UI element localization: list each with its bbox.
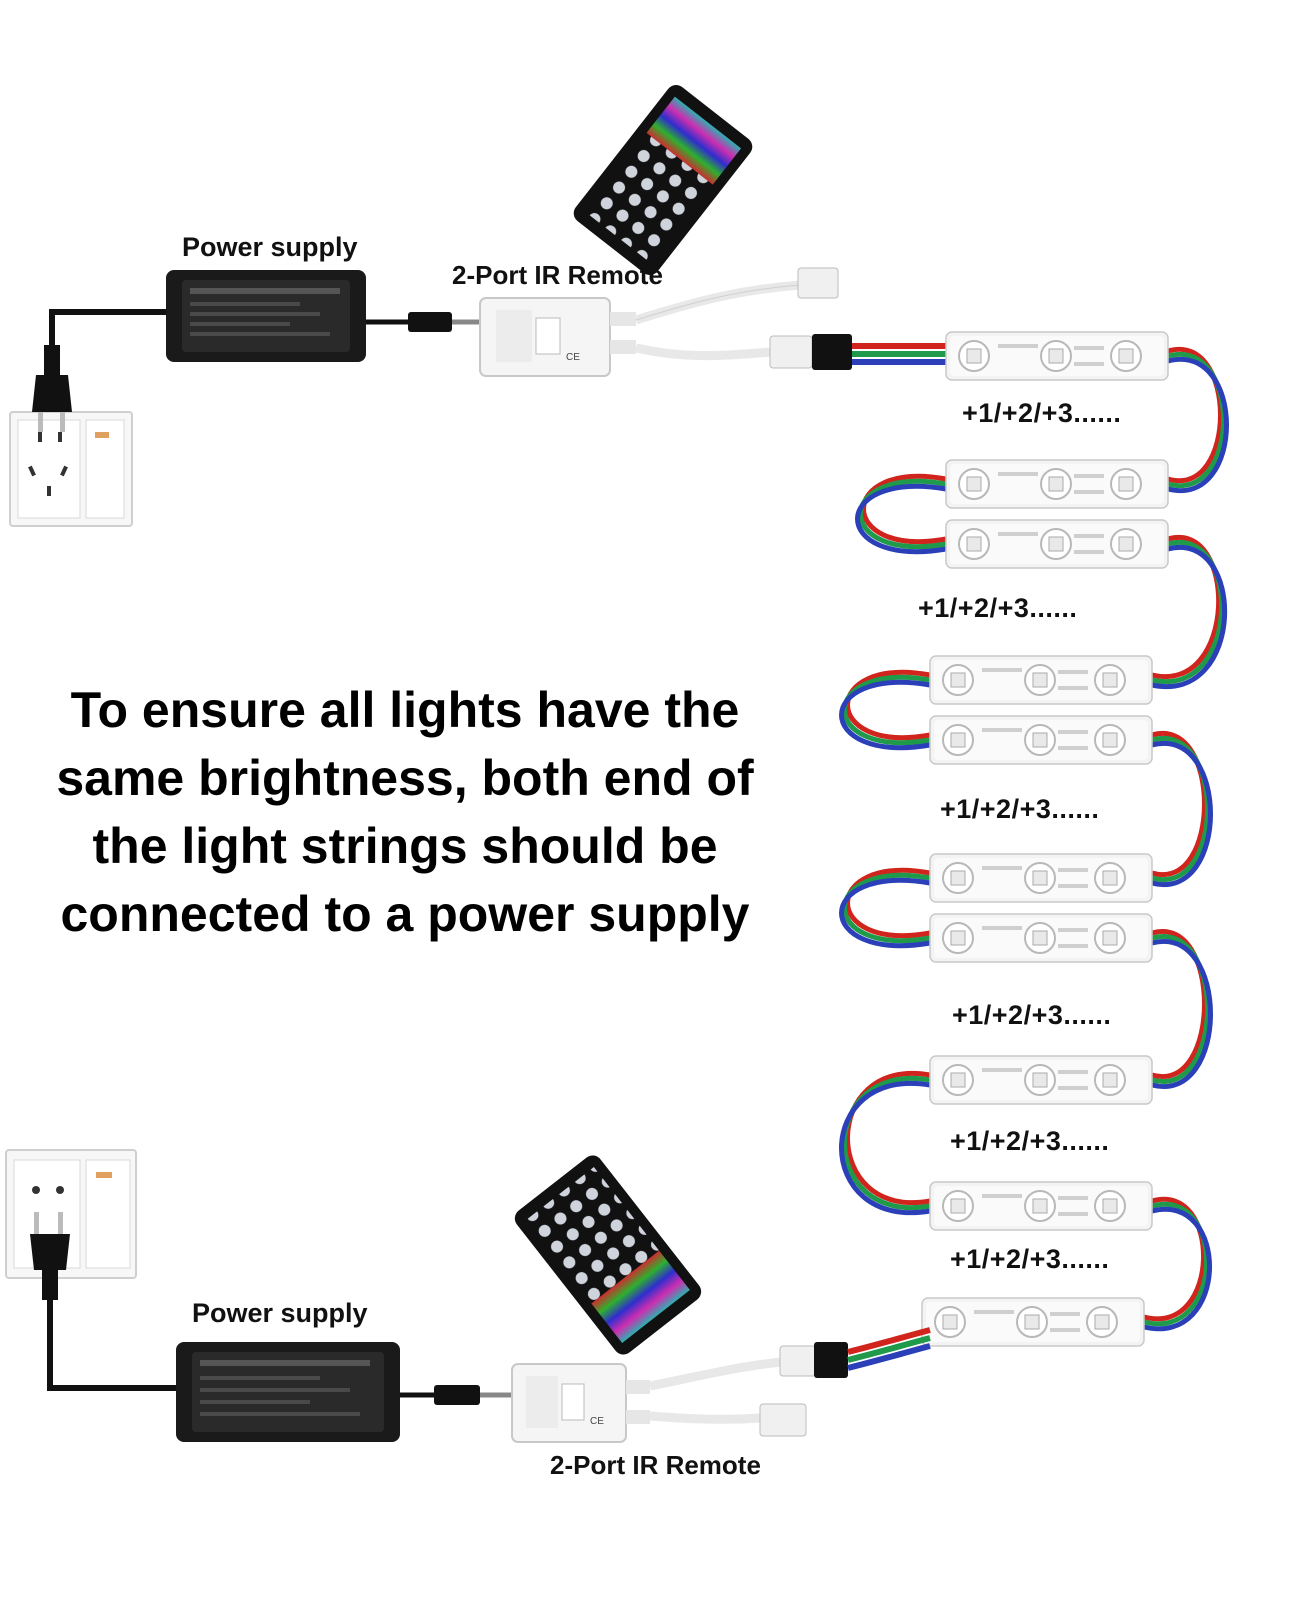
plug-icon — [30, 1212, 176, 1391]
plug-icon — [32, 309, 172, 432]
series-marker: +1/+2/+3...... — [940, 794, 1100, 824]
svg-text:CE: CE — [590, 1416, 604, 1427]
series-marker: +1/+2/+3...... — [952, 1000, 1112, 1030]
rgb-wire — [839, 679, 931, 751]
led-module-icon — [921, 1297, 1145, 1347]
caption-line: the light strings should be — [92, 818, 718, 874]
led-module-icon — [929, 1055, 1153, 1105]
ir-remote-label-top: 2-Port IR Remote — [452, 260, 663, 290]
rgb-wire — [1167, 356, 1229, 494]
rgb-wire — [1151, 938, 1213, 1090]
rgb-wire — [1151, 933, 1210, 1085]
rgb-wire — [855, 483, 947, 555]
wall-socket-icon — [5, 1149, 137, 1279]
controller-output-cables — [649, 1327, 931, 1437]
rgb-wire — [1151, 539, 1225, 685]
rgb-wire — [1143, 1201, 1209, 1327]
led-module-icon — [945, 331, 1169, 381]
ir-remote-icon — [514, 1155, 702, 1355]
rgb-wire — [1151, 928, 1207, 1080]
rgb-wire — [845, 1070, 931, 1206]
led-module-icon — [945, 459, 1169, 509]
led-module-icon — [929, 1181, 1153, 1231]
rgb-wire — [1167, 351, 1226, 489]
led-module-icon — [929, 655, 1153, 705]
instruction-caption: To ensure all lights have the same brigh… — [20, 676, 790, 948]
controller-output-cables — [634, 267, 946, 370]
rgb-wire — [1143, 1196, 1206, 1322]
rgb-wire — [842, 1075, 931, 1211]
caption-line: connected to a power supply — [60, 886, 750, 942]
ir-remote-icon — [573, 85, 753, 275]
caption-line: same brightness, both end of — [56, 750, 754, 806]
power-adapter-icon — [176, 1342, 514, 1442]
rgb-wire — [1151, 534, 1222, 680]
rgb-wire — [842, 872, 931, 944]
led-module-icon — [945, 519, 1169, 569]
rgb-wire — [1151, 730, 1207, 878]
rgb-wire — [1167, 346, 1223, 484]
series-marker: +1/+2/+3...... — [950, 1126, 1110, 1156]
series-marker: +1/+2/+3...... — [962, 398, 1122, 428]
power-adapter-icon — [166, 270, 482, 362]
power-supply-label-bottom: Power supply — [192, 1298, 368, 1328]
rgb-wire — [1143, 1206, 1212, 1332]
rgb-wire — [1151, 740, 1213, 888]
ir-controller-icon: CE — [479, 297, 636, 377]
rgb-wire — [839, 877, 931, 949]
led-module-icon — [929, 913, 1153, 963]
svg-text:CE: CE — [566, 352, 580, 363]
led-module-chain — [839, 331, 1229, 1347]
ir-controller-icon: CE — [511, 1363, 650, 1443]
ir-remote-label-bottom: 2-Port IR Remote — [550, 1450, 761, 1480]
rgb-wire — [1151, 544, 1228, 690]
power-supply-label-top: Power supply — [182, 232, 358, 262]
rgb-wire — [858, 478, 947, 550]
rgb-wire — [1151, 735, 1210, 883]
led-module-icon — [929, 853, 1153, 903]
series-marker: +1/+2/+3...... — [918, 593, 1078, 623]
series-marker: +1/+2/+3...... — [950, 1244, 1110, 1274]
rgb-wire — [842, 674, 931, 746]
wall-socket-icon — [9, 411, 133, 527]
led-module-icon — [929, 715, 1153, 765]
rgb-wire — [839, 1080, 931, 1216]
caption-line: To ensure all lights have the — [70, 682, 740, 738]
